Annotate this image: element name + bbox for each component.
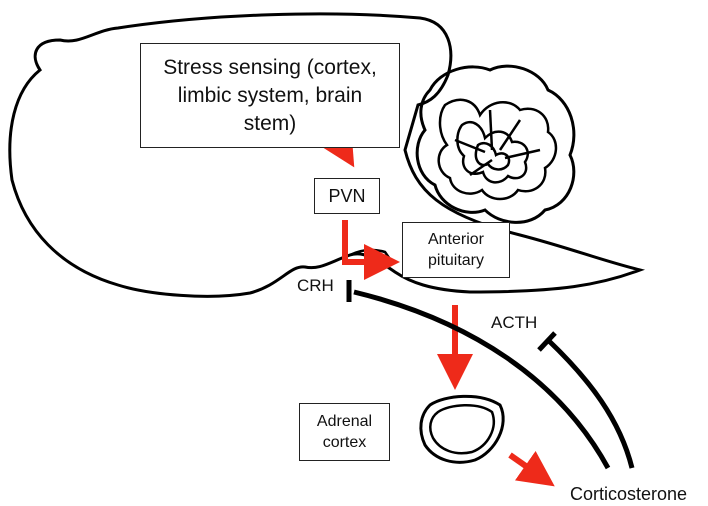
corticosterone-label: Corticosterone xyxy=(570,484,687,505)
stress-sensing-box: Stress sensing (cortex, limbic system, b… xyxy=(140,43,400,148)
adrenal-gland-illustration xyxy=(421,396,503,462)
crh-label: CRH xyxy=(297,276,334,296)
stress-sensing-label: Stress sensing (cortex, limbic system, b… xyxy=(149,54,391,138)
arrow-adrenal-to-corticosterone xyxy=(510,455,540,476)
feedback-line-crh xyxy=(354,292,608,468)
acth-label: ACTH xyxy=(491,313,537,333)
adrenal-cortex-box: Adrenal cortex xyxy=(299,403,390,461)
pvn-label: PVN xyxy=(328,186,365,207)
anterior-pituitary-box: Anterior pituitary xyxy=(402,222,510,278)
adrenal-cortex-label: Adrenal cortex xyxy=(300,411,389,453)
anterior-pituitary-label: Anterior pituitary xyxy=(403,229,509,271)
pvn-box: PVN xyxy=(314,178,380,214)
